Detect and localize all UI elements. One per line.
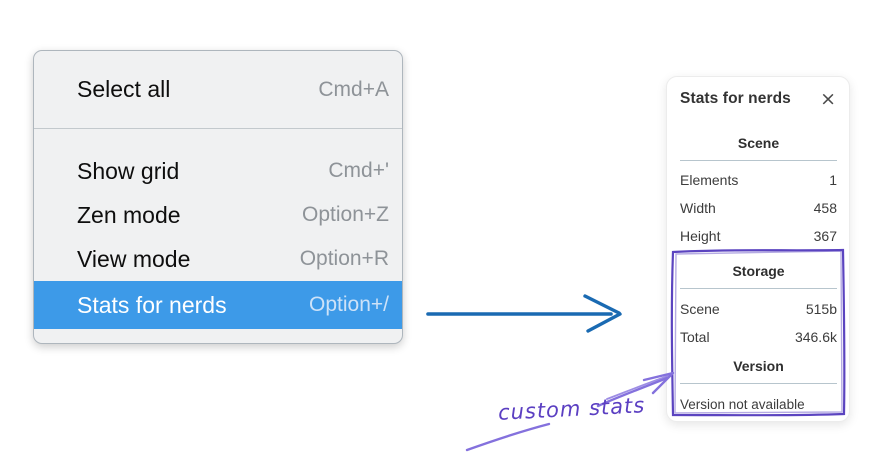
purple-underline-stroke [465, 422, 551, 452]
menu-item-view-mode[interactable]: View mode Option+R [34, 237, 402, 281]
menu-item-stats-for-nerds[interactable]: Stats for nerds Option+/ [34, 281, 402, 329]
scene-rows: Elements 1 Width 458 Height 367 [680, 166, 837, 250]
divider [680, 383, 837, 384]
menu-item-label: Show grid [77, 157, 180, 184]
divider [680, 288, 837, 289]
menu-item-show-grid[interactable]: Show grid Cmd+' [34, 149, 402, 193]
stat-row-elements: Elements 1 [680, 166, 837, 194]
menu-item-shortcut: Cmd+' [328, 159, 389, 182]
context-menu: Select all Cmd+A Show grid Cmd+' Zen mod… [33, 50, 403, 344]
stat-row-total-size: Total 346.6k [680, 323, 837, 351]
stat-row-height: Height 367 [680, 222, 837, 250]
menu-item-shortcut: Option+/ [309, 293, 389, 316]
menu-item-zen-mode[interactable]: Zen mode Option+Z [34, 193, 402, 237]
menu-item-shortcut: Option+R [299, 247, 389, 270]
stat-label: Height [680, 228, 721, 244]
stat-label: Width [680, 200, 716, 216]
section-heading-scene: Scene [737, 135, 780, 151]
menu-item-label: Select all [77, 76, 171, 102]
divider [680, 160, 837, 161]
stat-value: 458 [813, 200, 837, 216]
blue-arrow [426, 294, 622, 333]
stat-row-width: Width 458 [680, 194, 837, 222]
storage-rows: Scene 515b Total 346.6k [680, 295, 837, 351]
section-heading-storage: Storage [732, 263, 785, 279]
menu-item-shortcut: Option+Z [302, 203, 389, 226]
menu-section-bottom: Show grid Cmd+' Zen mode Option+Z View m… [34, 129, 402, 343]
menu-item-label: Stats for nerds [77, 291, 227, 318]
custom-stats-annotation: custom stats [497, 393, 646, 425]
menu-section-top: Select all Cmd+A [34, 51, 402, 129]
menu-item-label: View mode [77, 245, 191, 272]
close-icon[interactable]: × [820, 87, 836, 110]
stat-value: 515b [805, 301, 837, 317]
stat-label: Elements [680, 172, 739, 188]
section-heading-version: Version [733, 358, 784, 374]
menu-item-label: Zen mode [77, 201, 181, 228]
version-note: Version not available [680, 396, 805, 412]
stats-panel-header: Stats for nerds × [680, 89, 837, 109]
stat-label: Scene [680, 301, 720, 317]
stat-value: 367 [813, 228, 837, 244]
stat-value: 346.6k [794, 329, 837, 345]
menu-item-shortcut: Cmd+A [318, 77, 389, 101]
stat-row-scene-size: Scene 515b [680, 295, 837, 323]
stats-panel-title: Stats for nerds [680, 90, 791, 107]
stat-label: Total [680, 329, 710, 345]
stat-value: 1 [829, 172, 837, 188]
menu-item-select-all[interactable]: Select all Cmd+A [34, 51, 402, 128]
stats-panel: Stats for nerds × Scene Elements 1 Width… [666, 76, 850, 422]
